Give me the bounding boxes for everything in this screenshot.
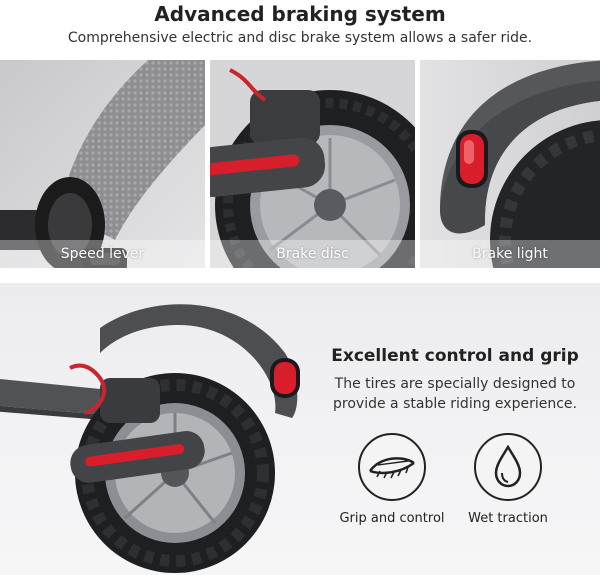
control-description-line-2: provide a stable riding experience. bbox=[333, 396, 577, 412]
control-grip-section: Excellent control and grip The tires are… bbox=[0, 283, 600, 575]
page-title: Advanced braking system bbox=[154, 2, 446, 26]
speed-lever-caption-bar: Speed lever bbox=[0, 240, 205, 268]
brake-light-panel: Brake light bbox=[420, 60, 600, 268]
feature-grip-label: Grip and control bbox=[339, 511, 445, 526]
brake-disc-image bbox=[210, 60, 415, 268]
brake-disc-caption: Brake disc bbox=[276, 246, 349, 262]
speed-lever-image bbox=[0, 60, 205, 268]
tire-grip-icon bbox=[368, 457, 415, 479]
brake-light-caption-bar: Brake light bbox=[420, 240, 600, 268]
speed-lever-panel: Speed lever bbox=[0, 60, 205, 268]
feature-wet-circle bbox=[474, 433, 542, 501]
brake-disc-panel: Brake disc bbox=[210, 60, 415, 268]
control-title: Excellent control and grip bbox=[331, 346, 579, 366]
speed-lever-caption: Speed lever bbox=[60, 246, 145, 262]
brake-light-caption: Brake light bbox=[472, 246, 548, 262]
control-description: The tires are specially designed to prov… bbox=[310, 374, 600, 414]
page-subtitle: Comprehensive electric and disc brake sy… bbox=[67, 30, 533, 46]
feature-wet-traction: Wet traction bbox=[448, 433, 568, 526]
brake-light-image bbox=[420, 60, 600, 268]
scooter-rear-wheel-image bbox=[0, 304, 300, 573]
control-description-line-1: The tires are specially designed to bbox=[334, 376, 576, 392]
brake-disc-caption-bar: Brake disc bbox=[210, 240, 415, 268]
feature-grip-circle bbox=[358, 433, 426, 501]
feature-wet-label: Wet traction bbox=[468, 511, 548, 526]
feature-grip: Grip and control bbox=[332, 433, 452, 526]
water-drop-icon bbox=[494, 444, 522, 488]
